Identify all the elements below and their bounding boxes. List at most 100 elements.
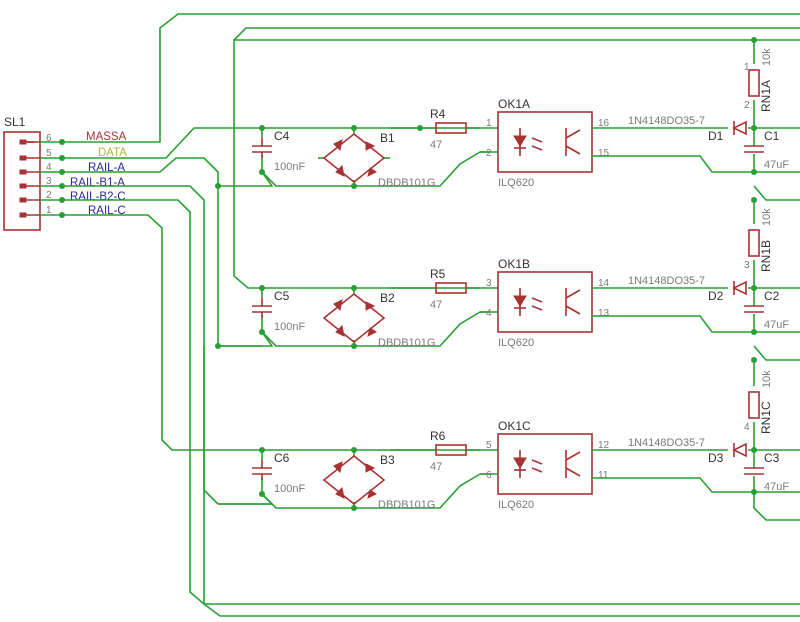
diode-value: 1N4148DO35-7 [628,437,705,449]
cap-label: C5 [274,289,290,303]
wire-common-bus [233,27,800,289]
opto-pin: 11 [598,470,609,481]
bridge-label: B1 [380,131,395,145]
wire-rail-b1-a [40,185,800,617]
wire [753,345,800,361]
pin-contact [19,197,27,203]
out-cap-value: 47uF [764,319,789,331]
opto-pin: 16 [598,118,610,129]
junction-dot [259,125,265,131]
junction-dot [751,447,757,453]
diode-label: D1 [708,129,724,143]
diode-label: D3 [708,451,724,465]
resistor-network-rn1b [748,229,760,257]
wire [753,185,800,201]
optocoupler-ok1c [497,433,593,495]
opto-pin: 2 [486,148,492,159]
junction-dot [59,155,65,161]
rn-pin: 4 [744,422,750,433]
opto-value: ILQ620 [498,177,534,189]
net-label-rail-b2-c: RAIL-B2-C [70,191,126,203]
pin-number: 4 [46,162,52,173]
channel-3: C6 100nF B3 DBDB101G R6 47 [218,370,800,521]
net-label-rail-c: RAIL-C [88,205,126,217]
net-label-data: DATA [98,147,127,159]
resistor-network-rn1c [748,391,760,419]
capacitor-c6 [252,460,272,480]
junction-dot [751,285,757,291]
connector-name: SL1 [4,115,26,129]
opto-pin: 4 [486,308,492,319]
junction-dot [59,169,65,175]
rn-pin: 3 [744,260,750,271]
cap-label: C4 [274,129,290,143]
bridge-rectifier-b3 [322,454,386,506]
junction-dot [751,357,757,363]
resistor-label: R6 [430,429,446,443]
pin-contact [19,169,27,175]
opto-value: ILQ620 [498,499,534,511]
bridge-value: DBDB101G [378,499,435,511]
opto-value: ILQ620 [498,337,534,349]
pin-number: 3 [46,176,52,187]
junction-dot [351,285,357,291]
bridge-rectifier-b2 [322,292,386,344]
channel-1: C4 100nF B1 DBDB101G R4 47 [218,37,800,189]
opto-pin: 5 [486,440,492,451]
resistor-label: R5 [430,267,446,281]
optocoupler-ok1b [497,271,593,333]
junction-dot [59,139,65,145]
wire-massa [40,13,800,143]
resistor-value: 47 [430,139,442,151]
junction-dot [259,285,265,291]
connector-nets [40,13,800,617]
rn-label: RN1C [759,401,773,434]
pin-number: 1 [46,205,52,216]
wire-rail-a [40,157,219,186]
resistor-network-rn1a [748,69,760,97]
wire [218,156,274,187]
bridge-label: B2 [380,291,395,305]
junction-dot [59,197,65,203]
resistor-r6 [435,444,467,456]
pin-number: 5 [46,148,52,159]
wire-rail-c [40,214,480,451]
out-cap-label: C2 [764,289,780,303]
opto-label: OK1A [498,97,530,111]
wire-data [40,127,480,159]
out-cap-label: C3 [764,451,780,465]
resistor-label: R4 [430,107,446,121]
net-label-massa: MASSA [86,131,127,143]
out-cap-label: C1 [764,129,780,143]
pin-contact [19,212,27,218]
diode-label: D2 [708,289,724,303]
junction-dot [259,169,265,175]
optocoupler-ok1a [497,111,593,173]
pin-number: 2 [46,190,52,201]
pin-contact [19,155,27,161]
junction-dot [351,125,357,131]
resistor-r4 [435,122,467,134]
resistor-value: 47 [430,299,442,311]
capacitor-c5 [252,298,272,318]
opto-label: OK1B [498,257,530,271]
net-label-rail-b1-a: RAIL-B1-A [70,177,125,189]
junction-dot [59,183,65,189]
opto-pin: 12 [598,440,610,451]
capacitor-c1 [744,145,764,153]
diode-value: 1N4148DO35-7 [628,275,705,287]
pin-contact [19,183,27,189]
opto-pin: 15 [598,148,610,159]
resistor-value: 47 [430,461,442,473]
junction-dot [751,489,757,495]
junction-dot [351,447,357,453]
cap-value: 100nF [274,483,305,495]
junction-dot [751,169,757,175]
wire-rail-b2-c [40,199,800,605]
net-label-rail-a: RAIL-A [88,162,125,174]
capacitor-c3 [744,467,764,475]
junction-dot [259,447,265,453]
opto-pin: 1 [486,118,492,129]
